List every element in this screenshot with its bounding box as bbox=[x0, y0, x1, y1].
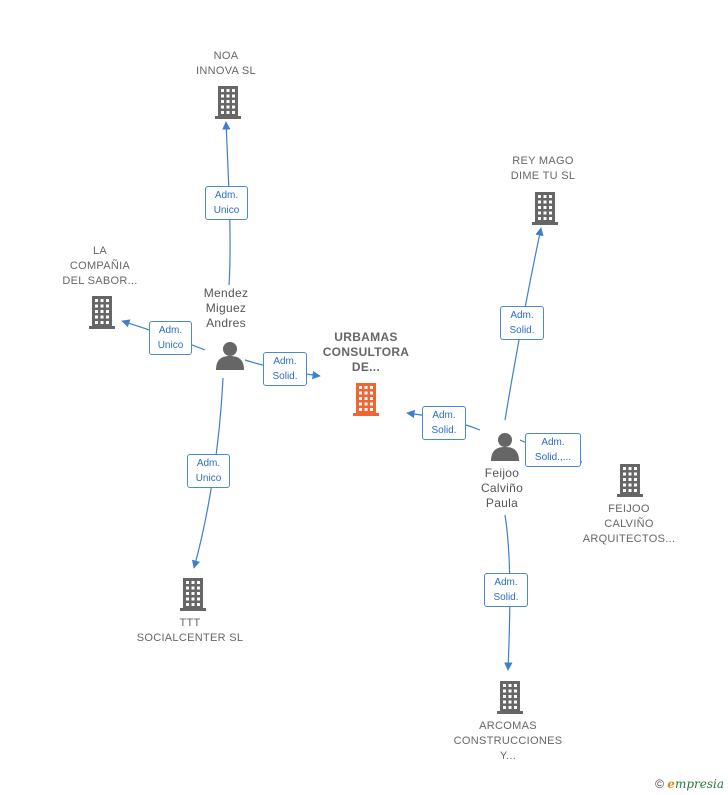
label-line: Paula bbox=[485, 496, 519, 510]
building-icon-reymago[interactable] bbox=[532, 192, 558, 225]
label-line: Andres bbox=[206, 316, 246, 330]
company-label-reymago[interactable]: REY MAGO DIME TU SL bbox=[493, 154, 593, 184]
person-icon-feijoo[interactable] bbox=[491, 433, 519, 461]
label-line: CONSTRUCCIONES bbox=[453, 735, 563, 747]
label-line: URBAMAS bbox=[334, 330, 398, 344]
logo-text: mpresia bbox=[674, 777, 724, 791]
relation-line: Solid. bbox=[493, 592, 519, 603]
relation-line: Adm. bbox=[158, 325, 183, 336]
label-line: ARCOMAS bbox=[479, 720, 537, 732]
company-label-noa[interactable]: NOA INNOVA SL bbox=[176, 49, 276, 79]
label-line: DIME TU SL bbox=[510, 170, 576, 182]
relation-feijoo-urbamas[interactable]: Adm. Solid. bbox=[422, 406, 466, 440]
label-line: TTT bbox=[179, 617, 201, 629]
company-label-lacompania[interactable]: LA COMPAÑIA DEL SABOR... bbox=[50, 244, 150, 289]
company-label-feijooarq[interactable]: FEIJOO CALVIÑO ARQUITECTOS... bbox=[576, 502, 682, 547]
building-icon-noa[interactable] bbox=[215, 86, 241, 119]
label-line: DEL SABOR... bbox=[62, 275, 138, 287]
relation-line: Adm. bbox=[541, 437, 565, 448]
relation-feijoo-feijooarq[interactable]: Adm. Solid.,... bbox=[525, 433, 581, 467]
label-line: REY MAGO bbox=[512, 155, 574, 167]
relation-mendez-lacompania[interactable]: Adm. Unico bbox=[149, 321, 192, 355]
label-line: LA bbox=[92, 245, 108, 257]
relation-line: Adm. bbox=[196, 458, 221, 469]
relation-line: Unico bbox=[195, 473, 222, 484]
label-line: NOA bbox=[213, 50, 239, 62]
relation-mendez-ttt[interactable]: Adm. Unico bbox=[187, 454, 230, 488]
label-line: INNOVA SL bbox=[196, 65, 256, 77]
relation-line: Adm. bbox=[273, 356, 297, 367]
relation-line: Solid. bbox=[272, 371, 298, 382]
relation-line: Unico bbox=[213, 205, 240, 216]
label-line: CALVIÑO bbox=[604, 518, 654, 530]
building-icon-arcomas[interactable] bbox=[497, 681, 523, 714]
label-line: SOCIALCENTER SL bbox=[136, 632, 244, 644]
building-icon-feijooarq[interactable] bbox=[617, 464, 643, 497]
footer-brand[interactable]: © empresia bbox=[655, 777, 724, 791]
relation-feijoo-arcomas[interactable]: Adm. Solid. bbox=[484, 573, 528, 607]
label-line: FEIJOO bbox=[608, 503, 650, 515]
relation-line: Unico bbox=[157, 340, 184, 351]
building-icon-lacompania[interactable] bbox=[89, 296, 115, 329]
label-line: ARQUITECTOS... bbox=[582, 533, 676, 545]
company-label-ttt[interactable]: TTT SOCIALCENTER SL bbox=[130, 616, 250, 646]
relation-line: Adm. bbox=[432, 410, 456, 421]
relation-mendez-urbamas[interactable]: Adm. Solid. bbox=[263, 352, 307, 386]
label-line: CONSULTORA bbox=[322, 345, 410, 359]
label-line: Feijoo bbox=[484, 466, 520, 480]
logo-letter: e bbox=[667, 777, 675, 791]
label-line: Mendez bbox=[203, 286, 249, 300]
relation-line: Solid. bbox=[509, 325, 535, 336]
building-icon-urbamas[interactable] bbox=[353, 383, 379, 416]
relation-feijoo-reymago[interactable]: Adm. Solid. bbox=[500, 306, 544, 340]
relation-line: Adm. bbox=[510, 310, 534, 321]
person-label-feijoo[interactable]: Feijoo Calviño Paula bbox=[462, 466, 542, 511]
label-line: DE... bbox=[351, 360, 381, 374]
building-icon-ttt[interactable] bbox=[180, 578, 206, 611]
relation-mendez-noa[interactable]: Adm. Unico bbox=[205, 186, 248, 220]
relation-line: Adm. bbox=[214, 190, 239, 201]
empresia-logo: empresia bbox=[667, 777, 724, 791]
label-line: COMPAÑIA bbox=[69, 260, 131, 272]
label-line: Calviño bbox=[480, 481, 524, 495]
person-icon-mendez[interactable] bbox=[216, 342, 244, 370]
center-company-label[interactable]: URBAMAS CONSULTORA DE... bbox=[316, 330, 416, 375]
copyright-icon: © bbox=[655, 777, 664, 791]
person-label-mendez[interactable]: Mendez Miguez Andres bbox=[186, 286, 266, 331]
label-line: Miguez bbox=[205, 301, 247, 315]
relation-line: Solid. bbox=[431, 425, 457, 436]
company-label-arcomas[interactable]: ARCOMAS CONSTRUCCIONES Y... bbox=[448, 719, 568, 764]
relation-line: Solid.,... bbox=[534, 452, 572, 463]
relation-line: Adm. bbox=[494, 577, 518, 588]
label-line: Y... bbox=[499, 750, 517, 762]
